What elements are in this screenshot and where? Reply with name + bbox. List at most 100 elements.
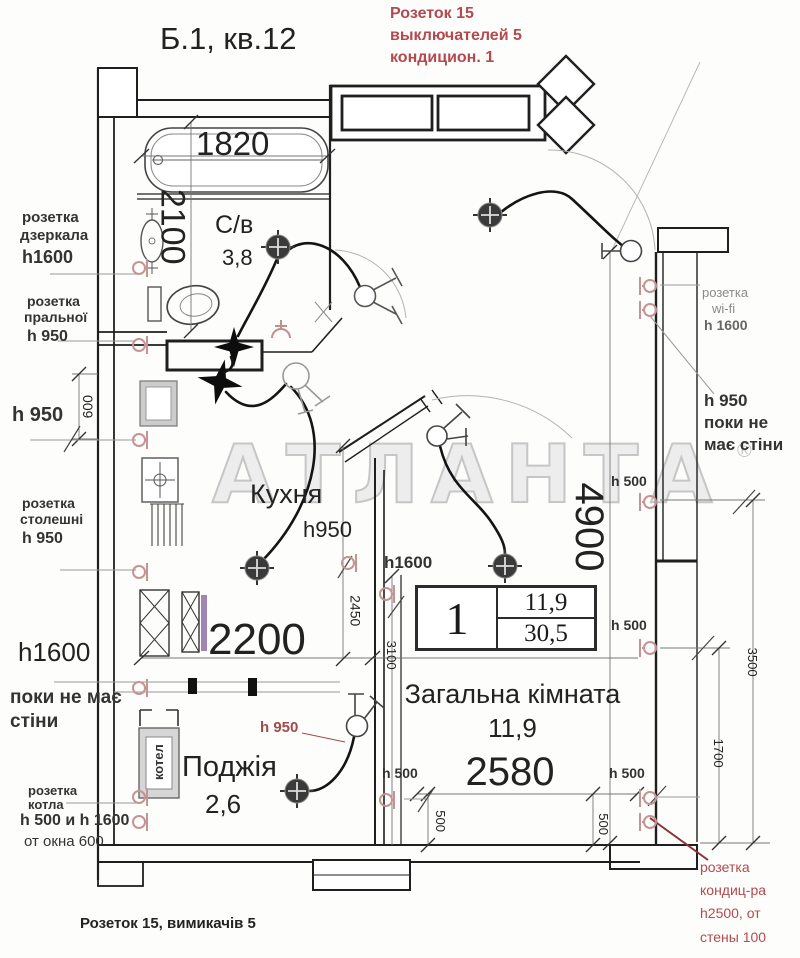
label-mirror-socket-2: дзеркала (20, 227, 89, 244)
dim-2580: 2580 (465, 750, 555, 794)
socket-icon (379, 791, 395, 809)
label-wifi-socket-2: wi-fi (712, 301, 736, 316)
label-ac-socket-2: кондиц-ра (700, 882, 767, 898)
walls (96, 54, 729, 891)
switches (282, 239, 643, 738)
top-note-line-2: выключателей 5 (390, 27, 522, 44)
watermark-registered-icon: ® (737, 440, 752, 462)
label-mirror-socket-1: розетка (22, 209, 79, 226)
socket-icon (639, 493, 657, 511)
room-loggia-name: Поджія (182, 751, 277, 783)
ceiling-lights (240, 198, 522, 808)
boiler-label: котел (150, 744, 166, 781)
room-loggia-area: 2,6 (205, 789, 242, 819)
dim-3100: 3100 (384, 640, 400, 670)
label-wifi-socket-h: h 1600 (704, 317, 748, 333)
label-boiler-socket-off: от окна 600 (24, 833, 104, 850)
label-washer-socket-2: пральної (24, 309, 88, 325)
label-counter-socket-1: розетка (22, 495, 75, 511)
label-left-h950: h 950 (12, 404, 64, 426)
label-living-h500: h 500 (382, 765, 418, 781)
ceiling-light-icon (240, 551, 274, 585)
cabinet-hatched (139, 589, 170, 657)
dim-4900: 4900 (567, 482, 611, 572)
socket-icon (639, 813, 657, 831)
dim-1820: 1820 (196, 125, 270, 162)
ceiling-light-icon (488, 549, 522, 583)
socket-icon (379, 585, 395, 603)
area-table-flat-number: 1 (418, 588, 498, 648)
socket-icon (132, 679, 148, 697)
switch-icon (353, 267, 403, 325)
dim-1700: 1700 (711, 738, 727, 768)
socket-icon (341, 554, 357, 572)
top-note-line-1: Розеток 15 (390, 5, 474, 22)
dim-600: 600 (79, 395, 96, 419)
area-table-values: 11,9 30,5 (498, 588, 594, 648)
faucet-icon (271, 320, 291, 339)
watermark-text: АТЛАНТА (211, 427, 725, 522)
label-wifi-socket-1: розетка (702, 285, 749, 300)
ceiling-light-icon (261, 230, 295, 264)
switch-icon (345, 693, 385, 738)
socket-icon (132, 788, 148, 806)
socket-icon (132, 259, 148, 277)
label-boiler-socket-1: розетка (28, 783, 78, 798)
top-note-line-3: кондицион. 1 (390, 49, 495, 66)
label-right-h500-bottom: h 500 (609, 765, 645, 781)
dim-500-right: 500 (596, 813, 612, 835)
leader-lines (30, 273, 715, 804)
ac-socket-leader-red (649, 817, 709, 861)
socket-icon (639, 301, 657, 319)
label-right-h500-mid: h 500 (611, 617, 647, 633)
switch-icon (282, 362, 331, 415)
door-swing-arcs (314, 61, 701, 439)
sheet-title: Б.1, кв.12 (160, 21, 297, 56)
label-left-no-wall-1: поки не має (10, 687, 122, 708)
dim-3500: 3500 (745, 647, 761, 677)
label-right-no-wall-2: має стіни (704, 435, 784, 454)
label-ac-socket-1: розетка (700, 859, 750, 875)
label-ac-socket-4: стены 100 (700, 929, 767, 945)
label-boiler-socket-2: котла (28, 797, 64, 812)
dim-2450: 2450 (347, 595, 364, 627)
room-living-area: 11,9 (488, 713, 537, 743)
ceiling-light-icon (280, 774, 314, 808)
leader-slashes (63, 425, 756, 813)
room-bathroom-area: 3,8 (222, 245, 253, 270)
label-boiler-socket-h: h 500 и h 1600 (20, 812, 130, 829)
loggia-open-boundary (114, 678, 340, 696)
label-right-h500-top: h 500 (611, 473, 647, 489)
label-left-h1600: h1600 (18, 637, 91, 667)
area-table-total-value: 30,5 (524, 619, 568, 647)
toilet (166, 284, 220, 326)
socket-icon (132, 431, 148, 449)
socket-icon (132, 563, 148, 581)
room-living-name: Загальна кімната (404, 679, 621, 709)
socket-icon (132, 813, 148, 831)
label-left-no-wall-2: стіни (10, 711, 59, 732)
label-right-no-wall-h: h 950 (704, 391, 748, 410)
label-right-no-wall-1: поки не (704, 413, 769, 432)
label-washer-socket-1: розетка (27, 293, 80, 309)
star-marks (197, 327, 254, 405)
dim-2100: 2100 (153, 188, 192, 265)
kitchen-fixtures (138, 380, 207, 799)
area-table: 1 11,9 30,5 (415, 585, 597, 651)
label-ac-socket-3: h2500, от (700, 905, 761, 921)
socket-icon (132, 336, 148, 354)
ceiling-light-icon (473, 198, 507, 232)
radiator (150, 503, 184, 546)
switch-icon (426, 403, 471, 447)
socket-icon (639, 639, 657, 657)
electrical-wires (222, 190, 625, 793)
dim-500-left: 500 (433, 810, 449, 832)
socket-icon (639, 789, 657, 807)
area-table-living-value: 11,9 (498, 588, 594, 619)
switch-icon (601, 239, 643, 263)
toilet-tank (147, 286, 162, 322)
label-mirror-socket-h: h1600 (22, 247, 74, 267)
label-washer-socket-h: h 950 (27, 328, 68, 345)
